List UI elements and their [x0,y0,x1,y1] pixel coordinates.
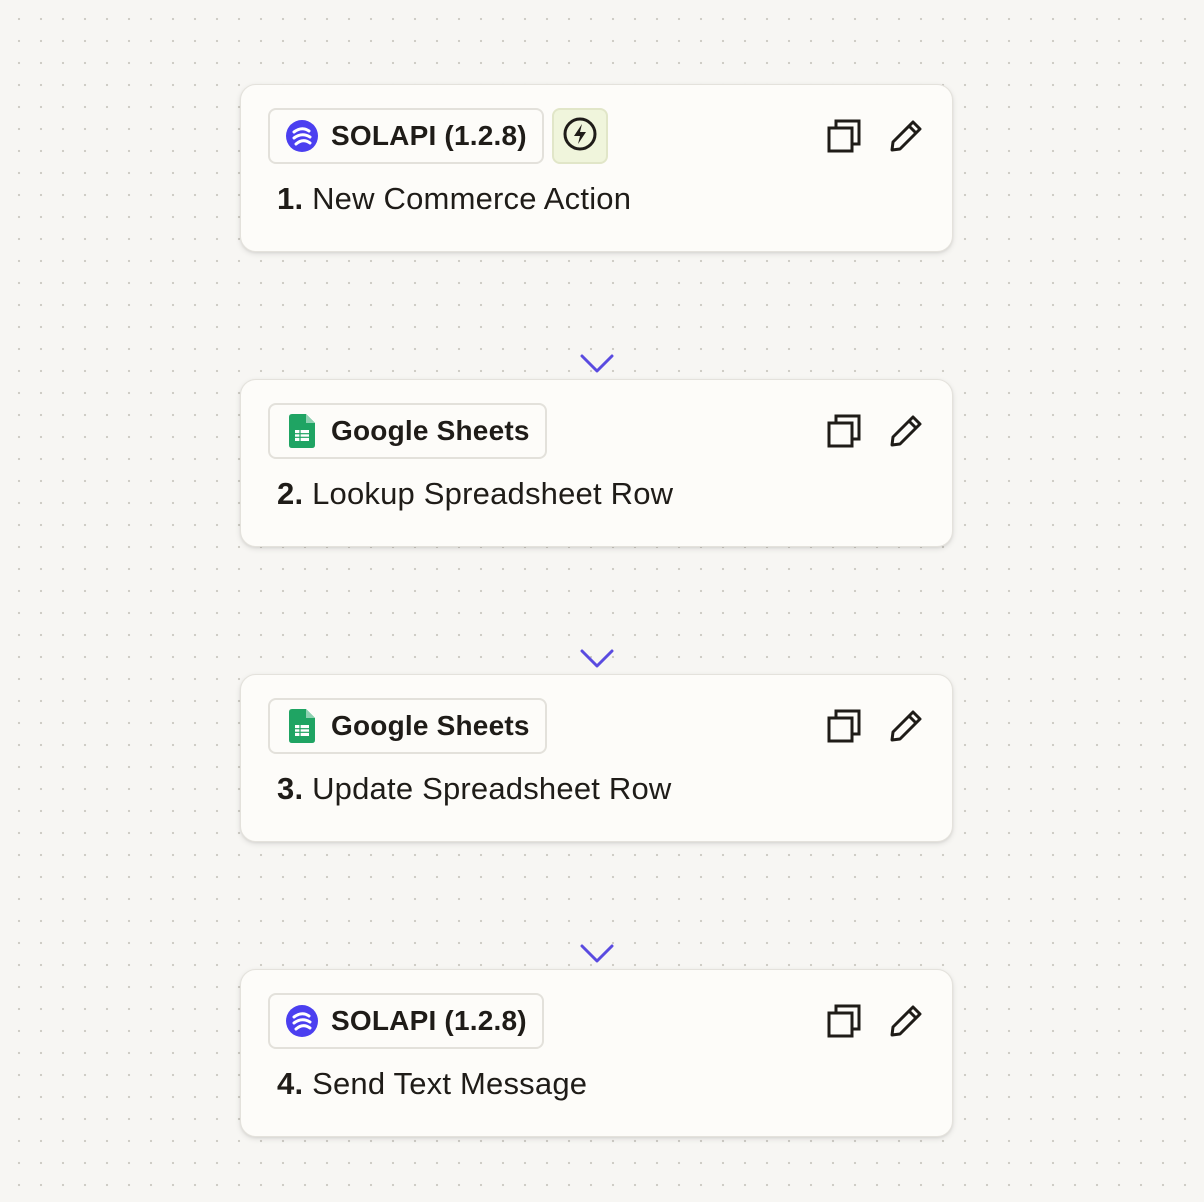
step-action-title: New Commerce Action [312,181,632,216]
solapi-icon [285,1004,319,1038]
edit-button[interactable] [885,1002,927,1044]
google-sheets-icon [285,709,319,743]
step-title: 2. Lookup Spreadsheet Row [277,476,673,512]
edit-button[interactable] [885,412,927,454]
pencil-icon [888,413,924,454]
connector-arrow [580,262,614,374]
copy-icon [826,118,862,159]
app-badge[interactable]: Google Sheets [268,403,547,459]
copy-button[interactable] [823,412,865,454]
trigger-badge[interactable] [552,108,608,164]
step-title: 4. Send Text Message [277,1066,587,1102]
step-number: 3. [277,771,304,806]
step-number: 2. [277,476,304,511]
step-action-title: Lookup Spreadsheet Row [312,476,674,511]
step-card-2[interactable]: Google Sheets 2. Lookup Spreadsheet Row [240,379,953,547]
connector-arrow [580,557,614,669]
lightning-bolt-icon [562,116,598,157]
app-name: SOLAPI (1.2.8) [331,120,527,151]
pencil-icon [888,708,924,749]
pencil-icon [888,118,924,159]
step-card-1[interactable]: SOLAPI (1.2.8) 1. New Commerce Action [240,84,953,252]
app-badge[interactable]: Google Sheets [268,698,547,754]
solapi-icon [285,119,319,153]
step-action-title: Send Text Message [312,1066,588,1101]
copy-button[interactable] [823,117,865,159]
step-number: 1. [277,181,304,216]
app-name: SOLAPI (1.2.8) [331,1005,527,1036]
connector-arrow [580,852,614,964]
copy-button[interactable] [823,1002,865,1044]
app-name: Google Sheets [331,710,530,741]
step-card-4[interactable]: SOLAPI (1.2.8) 4. Send Text Message [240,969,953,1137]
copy-icon [826,1003,862,1044]
app-badge[interactable]: SOLAPI (1.2.8) [268,108,544,164]
step-title: 3. Update Spreadsheet Row [277,771,672,807]
step-title: 1. New Commerce Action [277,181,631,217]
pencil-icon [888,1003,924,1044]
edit-button[interactable] [885,117,927,159]
app-name: Google Sheets [331,415,530,446]
step-action-title: Update Spreadsheet Row [312,771,672,806]
edit-button[interactable] [885,707,927,749]
copy-button[interactable] [823,707,865,749]
copy-icon [826,708,862,749]
step-card-3[interactable]: Google Sheets 3. Update Spreadsheet Row [240,674,953,842]
app-badge[interactable]: SOLAPI (1.2.8) [268,993,544,1049]
copy-icon [826,413,862,454]
google-sheets-icon [285,414,319,448]
step-number: 4. [277,1066,304,1101]
